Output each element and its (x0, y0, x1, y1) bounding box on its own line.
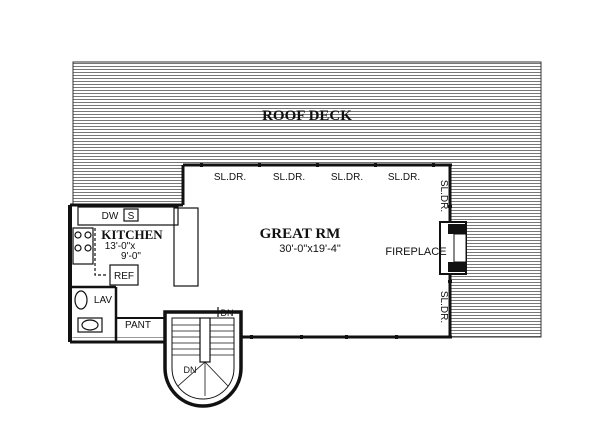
pantry-label: PANT (125, 320, 151, 331)
great-room-dimensions: 30'-0"x19'-4" (279, 243, 341, 255)
kitchen-counters (72, 206, 199, 287)
sliding-door-marks (200, 163, 452, 339)
sliding-door-label-1: SL.DR. (214, 172, 246, 183)
fireplace (439, 221, 467, 275)
kitchen-dimensions-line1: 13'-0"x (105, 241, 135, 252)
great-room-label: GREAT RM (260, 226, 341, 242)
kitchen-dimensions-line2: 9'-0" (121, 251, 141, 262)
fireplace-label: FIREPLACE (385, 246, 446, 258)
stair-down-label-top: DN (221, 308, 234, 318)
sink-label: S (128, 211, 135, 222)
roof-deck-label: ROOF DECK (262, 108, 352, 124)
sliding-door-label-right-bottom: SL.DR. (438, 291, 449, 323)
stair-down-label-bottom: DN (184, 365, 197, 375)
sliding-door-label-2: SL.DR. (273, 172, 305, 183)
dishwasher-label: DW (102, 211, 119, 222)
stair (163, 307, 243, 408)
sliding-door-label-right-top: SL.DR. (438, 180, 449, 212)
sliding-door-label-4: SL.DR. (388, 172, 420, 183)
refrigerator-label: REF (114, 271, 134, 282)
sliding-door-label-3: SL.DR. (331, 172, 363, 183)
lav-label: LAV (94, 295, 112, 306)
kitchen-label: KITCHEN (101, 227, 163, 242)
